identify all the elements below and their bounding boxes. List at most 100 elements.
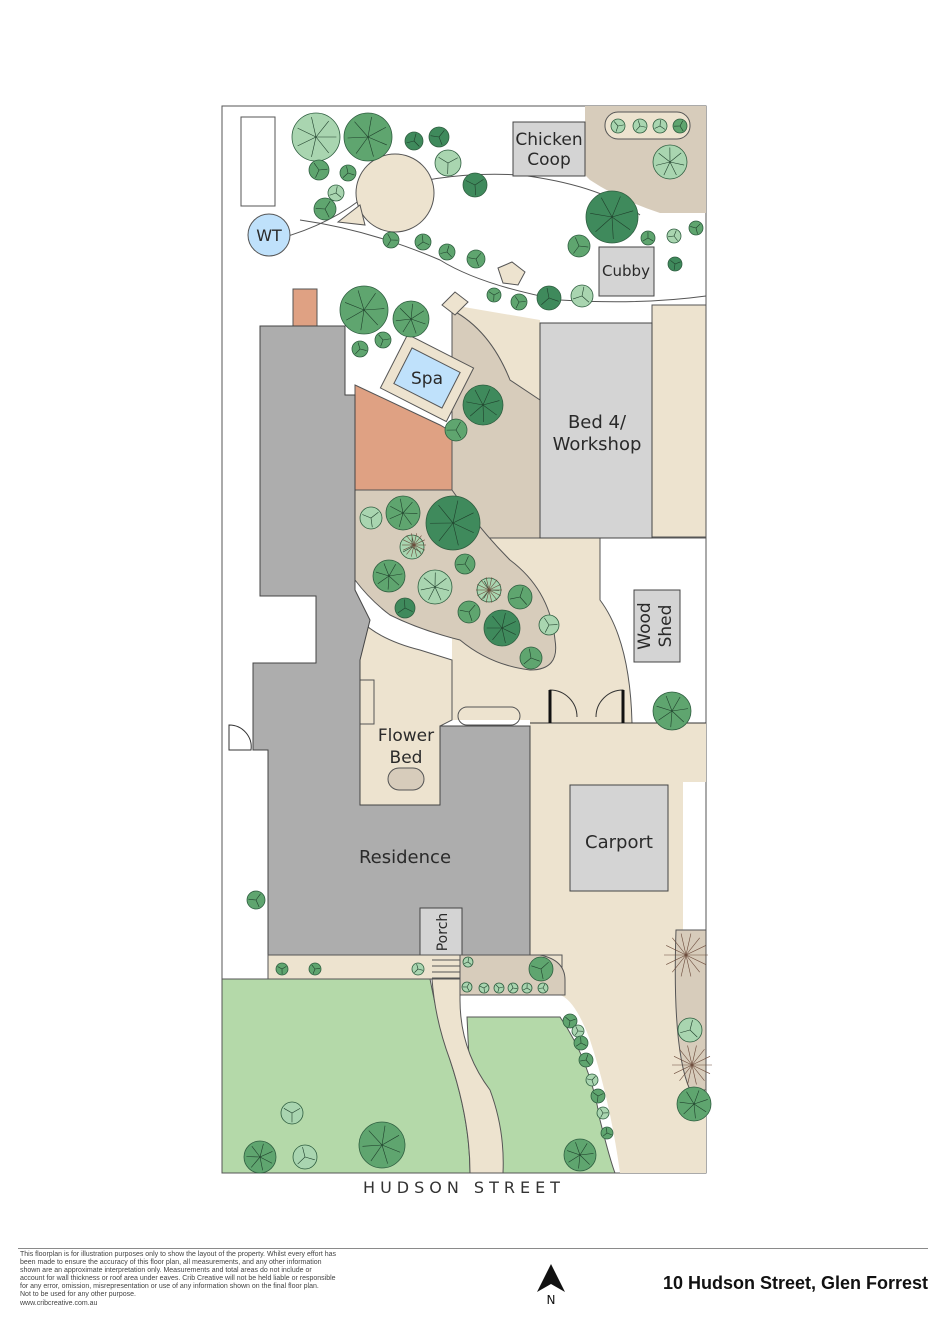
- tree-symbol: [359, 506, 383, 530]
- tree-symbol: [688, 220, 704, 236]
- disclaimer-line: www.cribcreative.com.au: [20, 1299, 98, 1307]
- round-paving: [355, 153, 435, 233]
- tree-symbol: [677, 1017, 703, 1043]
- shrub-symbol: [664, 933, 708, 977]
- tree-symbol: [351, 340, 369, 358]
- tree-symbol: [483, 609, 521, 647]
- tree-symbol: [399, 534, 425, 560]
- tree-symbol: [507, 584, 533, 610]
- chimney: [292, 288, 318, 327]
- tree-symbol: [570, 284, 594, 308]
- chicken-coop-label-2: Coop: [527, 150, 570, 170]
- tree-symbol: [632, 118, 648, 134]
- disclaimer-line: This floorplan is for illustration purpo…: [20, 1251, 337, 1258]
- carport: [569, 784, 669, 892]
- tree-symbol: [461, 981, 473, 993]
- disclaimer-line: been made to ensure the accuracy of this…: [20, 1259, 322, 1267]
- tree-symbol: [392, 300, 430, 338]
- front-path: [431, 978, 504, 1174]
- tree-symbol: [280, 1101, 304, 1125]
- tree-symbol: [462, 172, 488, 198]
- flower-bed-label-2: Bed: [390, 748, 423, 768]
- tree-symbol: [600, 1126, 614, 1140]
- bed4-label-2: Workshop: [553, 434, 642, 455]
- chicken-coop-label-1: Chicken: [515, 130, 582, 150]
- tree-symbol: [667, 256, 683, 272]
- tree-symbol: [672, 118, 688, 134]
- tree-symbol: [327, 184, 345, 202]
- disclaimer-line: account for wall thickness or roof area …: [20, 1275, 336, 1283]
- residence-label: Residence: [359, 847, 451, 868]
- rear-store: [240, 116, 276, 207]
- tree-symbol: [382, 231, 400, 249]
- tree-symbol: [563, 1138, 597, 1172]
- tree-symbol: [404, 131, 424, 151]
- tree-symbol: [339, 164, 357, 182]
- tree-symbol: [573, 1035, 589, 1051]
- water-tank: [247, 213, 291, 257]
- tree-symbol: [652, 691, 692, 731]
- tree-symbol: [567, 234, 591, 258]
- tree-symbol: [291, 112, 341, 162]
- tree-symbol: [343, 112, 393, 162]
- tree-symbol: [486, 287, 502, 303]
- tree-symbol: [493, 982, 505, 994]
- tree-symbol: [562, 1013, 578, 1029]
- tree-symbol: [676, 1086, 712, 1122]
- wood-shed: [633, 589, 681, 663]
- tree-symbol: [444, 418, 468, 442]
- rear-planter: [604, 111, 691, 140]
- carport-label: Carport: [585, 832, 653, 853]
- tree-symbol: [640, 230, 656, 246]
- trees-layer: [243, 112, 712, 1174]
- tree-symbol: [462, 384, 504, 426]
- tree-symbol: [308, 159, 330, 181]
- tree-symbol: [585, 1073, 599, 1087]
- tree-symbol: [425, 495, 481, 551]
- tree-symbol: [339, 285, 389, 335]
- tree-symbol: [411, 962, 425, 976]
- tree-symbol: [466, 249, 486, 269]
- disclaimer-line: Not to be used for any other purpose.: [20, 1291, 136, 1299]
- cubby: [598, 246, 655, 297]
- rear-paving: [651, 304, 707, 538]
- tree-symbol: [510, 293, 528, 311]
- chicken-coop: [512, 121, 586, 177]
- flower-bed-label-1: Flower: [378, 726, 434, 746]
- bench-outline: [457, 706, 521, 726]
- shrub-symbol: [476, 577, 502, 603]
- tree-symbol: [417, 569, 453, 605]
- disclaimer-line: for any error, omission, misrepresentati…: [20, 1283, 319, 1291]
- north-arrow-icon: N: [537, 1264, 565, 1306]
- tree-symbol: [243, 1140, 277, 1174]
- tree-symbol: [292, 1144, 318, 1170]
- tree-symbol: [652, 118, 668, 134]
- tree-symbol: [308, 962, 322, 976]
- tree-symbol: [519, 646, 543, 670]
- tree-symbol: [438, 243, 456, 261]
- porch-label: Porch: [435, 913, 451, 952]
- tree-symbol: [537, 982, 549, 994]
- residence: [252, 325, 531, 956]
- tree-symbol: [478, 982, 490, 994]
- disclaimer: This floorplan is for illustration purpo…: [20, 1251, 410, 1308]
- stepping-stone-2: [497, 261, 526, 286]
- tree-symbol: [666, 228, 682, 244]
- bed4-workshop: [539, 322, 653, 539]
- tree-symbol: [596, 1106, 610, 1120]
- tree-symbol: [462, 956, 474, 968]
- front-steps: [432, 959, 460, 979]
- tree-symbol: [414, 233, 432, 251]
- porch: [419, 907, 463, 956]
- tree-symbol: [578, 1052, 594, 1068]
- shrub-symbol: [402, 533, 426, 557]
- tree-symbol: [374, 331, 392, 349]
- cubby-label: Cubby: [602, 262, 650, 280]
- tree-symbol: [275, 962, 289, 976]
- tree-symbol: [538, 614, 560, 636]
- spa: [379, 333, 475, 423]
- tree-symbol: [590, 1088, 606, 1104]
- tree-symbol: [585, 190, 639, 244]
- north-label: N: [547, 1293, 556, 1306]
